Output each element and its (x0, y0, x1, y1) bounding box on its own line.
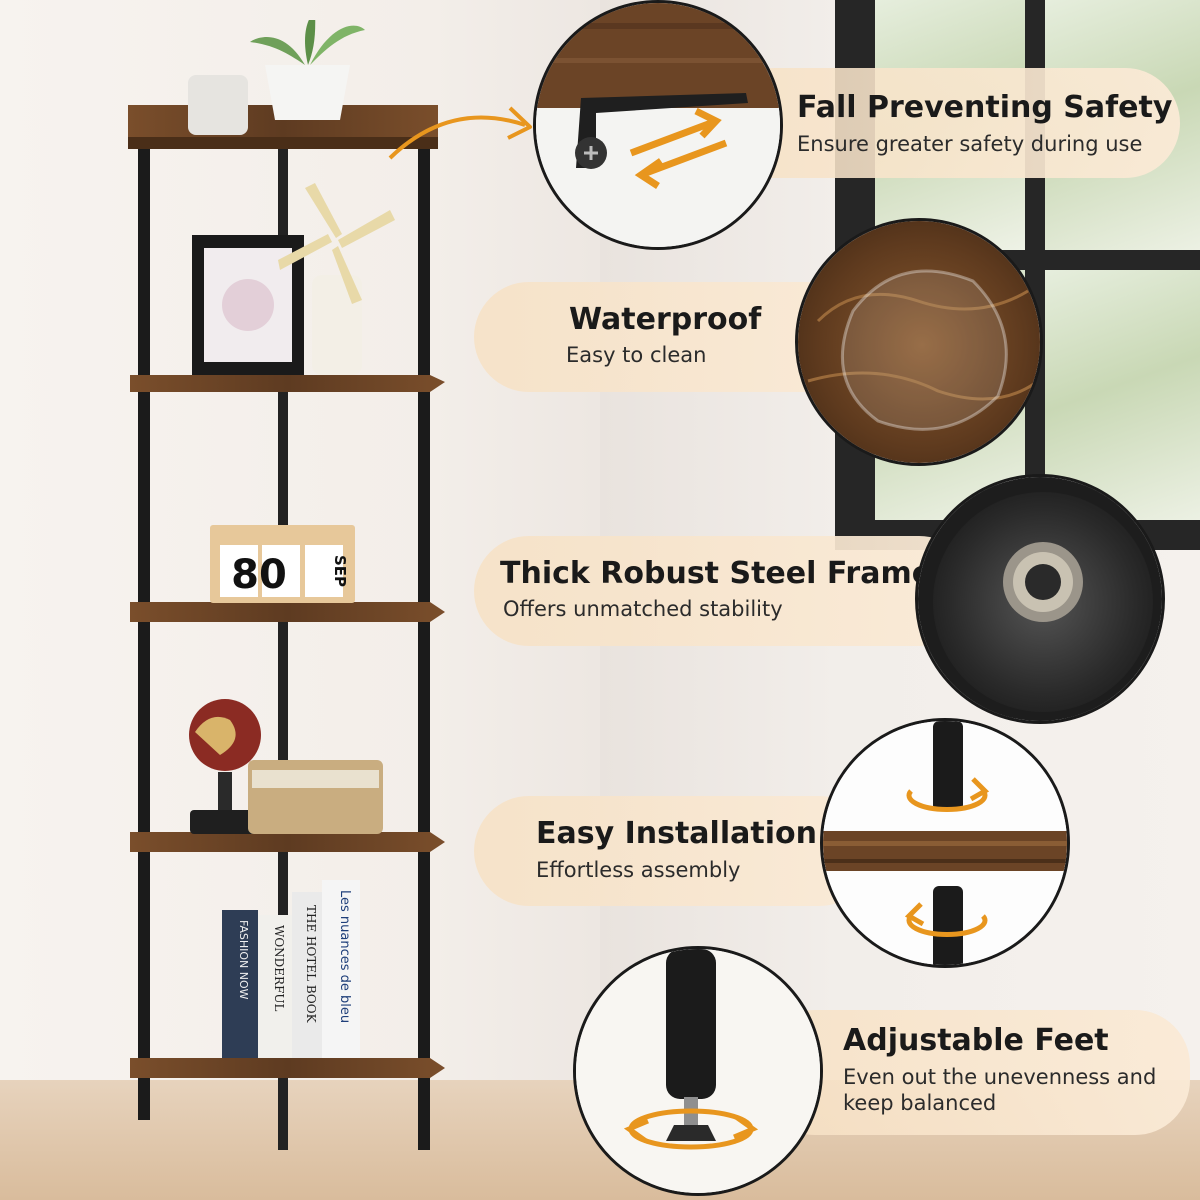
rotate-icon (823, 721, 1067, 965)
corner-shelf-illustration: 80 SEP FASHION NOW WONDERFUL THE HOTEL B… (128, 20, 445, 1150)
feature-title-waterproof: Waterproof (569, 302, 762, 337)
feature-subtitle-feet: Even out the unevenness and keep balance… (843, 1065, 1157, 1115)
feature-title-steel-frame: Thick Robust Steel Frame (500, 556, 933, 591)
feature-subtitle-safety: Ensure greater safety during use (797, 132, 1143, 156)
adjustable-foot-icon (576, 949, 820, 1193)
feature-circle-installation (820, 718, 1070, 968)
water-drop-icon (798, 221, 1040, 463)
feature-pill-steel-frame (474, 536, 974, 646)
frame-post-middle (278, 140, 288, 1150)
feature-title-safety: Fall Preventing Safety (797, 90, 1173, 125)
shelf-3 (130, 602, 445, 622)
book-title-3: THE HOTEL BOOK (304, 905, 318, 1024)
feature-title-installation: Easy Installation (536, 816, 817, 851)
feature-pill-installation (474, 796, 874, 906)
bracket-icon (536, 3, 780, 247)
curved-arrow-icon (388, 106, 532, 160)
feature-circle-safety (533, 0, 783, 250)
feature-subtitle-waterproof: Easy to clean (566, 343, 707, 367)
shelf-2 (130, 375, 445, 392)
book-title-2: WONDERFUL (272, 925, 286, 1012)
feature-subtitle-installation: Effortless assembly (536, 858, 741, 882)
frame-post-left (138, 140, 150, 1120)
feature-subtitle-steel-frame: Offers unmatched stability (503, 597, 783, 621)
shelf-5 (130, 1058, 445, 1078)
feature-circle-feet (573, 946, 823, 1196)
feature-pill-feet (760, 1010, 1190, 1135)
steel-tube-icon (918, 477, 1162, 721)
feature-circle-steel-frame (915, 474, 1165, 724)
calendar-month: SEP (331, 555, 349, 587)
calendar-day: 80 (231, 552, 287, 598)
feature-circle-waterproof (795, 218, 1043, 466)
feature-pill-safety (720, 68, 1180, 178)
book-title-1: FASHION NOW (237, 920, 250, 1000)
feature-title-feet: Adjustable Feet (843, 1023, 1109, 1058)
book-title-4: Les nuances de bleu (337, 890, 352, 1023)
frame-post-right (418, 140, 430, 1150)
shelf-4 (130, 832, 445, 852)
